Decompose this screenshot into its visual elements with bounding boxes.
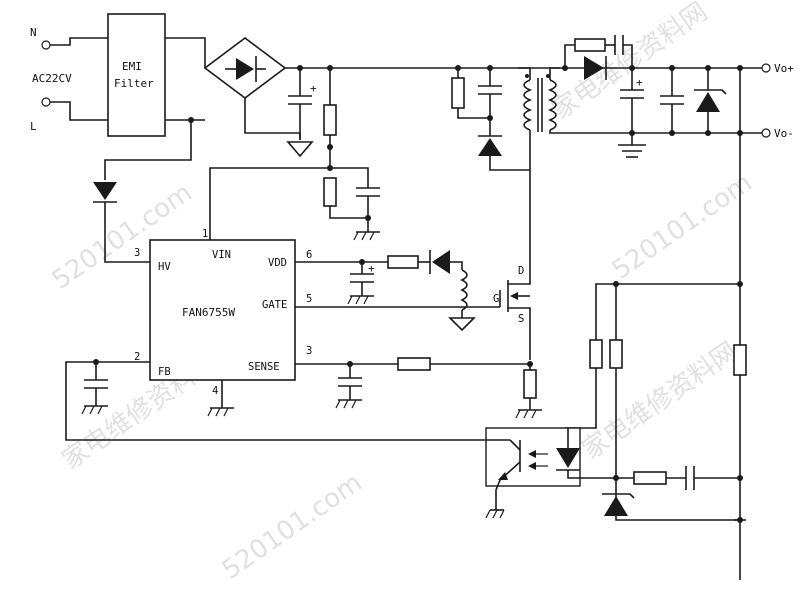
label-vo-plus: Vo+ <box>774 62 794 75</box>
pin-2-number: 2 <box>134 351 140 363</box>
fb-network <box>65 359 510 441</box>
label-s: S <box>518 313 524 325</box>
sense-network <box>295 357 542 419</box>
label-vo-minus: Vo- <box>774 127 794 140</box>
watermark-num-3: 520101.com <box>607 168 758 286</box>
label-d: D <box>518 265 524 277</box>
feedback-loop <box>485 68 747 580</box>
pin-4-number: 4 <box>212 385 218 397</box>
pin-3a-number: 3 <box>134 247 140 259</box>
snubber <box>451 65 530 171</box>
emi-filter: EMI Filter <box>107 13 166 137</box>
svg-text:+: + <box>636 76 643 89</box>
pin-hv-label: HV <box>158 261 171 273</box>
label-ac: AC22CV <box>32 72 72 85</box>
transformer <box>518 67 740 170</box>
pin-vdd-label: VDD <box>268 257 287 269</box>
ac-input: N AC22CV L <box>30 26 108 133</box>
pin-3b-number: 3 <box>306 345 312 357</box>
watermark-cn-1: 家电维修资料网 <box>547 0 713 126</box>
pin-gate-label: GATE <box>262 299 287 311</box>
gate-drive: G D S <box>295 170 531 360</box>
svg-text:+: + <box>310 82 317 95</box>
pin-1-number: 1 <box>202 228 208 240</box>
vdd-network: + <box>295 250 476 332</box>
pin-sense-label: SENSE <box>248 361 280 373</box>
startup-network <box>209 65 380 241</box>
label-n: N <box>30 26 37 39</box>
secondary-output: + Vo+ Vo- <box>562 35 794 158</box>
emi-label-2: Filter <box>114 77 154 90</box>
label-g: G <box>493 293 499 305</box>
pin-5-number: 5 <box>306 293 312 305</box>
emi-label-1: EMI <box>122 60 142 73</box>
label-l: L <box>30 120 37 133</box>
pin-6-number: 6 <box>306 249 312 261</box>
hv-diode <box>93 182 150 263</box>
bridge-rectifier <box>104 37 740 180</box>
watermark-num-2: 520101.com <box>217 468 368 586</box>
svg-text:+: + <box>368 262 375 275</box>
pin-fb-label: FB <box>158 366 171 378</box>
chip-name: FAN6755W <box>182 306 235 319</box>
bulk-capacitor: + <box>286 65 317 158</box>
controller-ic: FAN6755W VIN 1 HV 3 VDD 6 GATE 5 FB 2 SE… <box>134 228 312 417</box>
pin-vin-label: VIN <box>212 249 231 261</box>
